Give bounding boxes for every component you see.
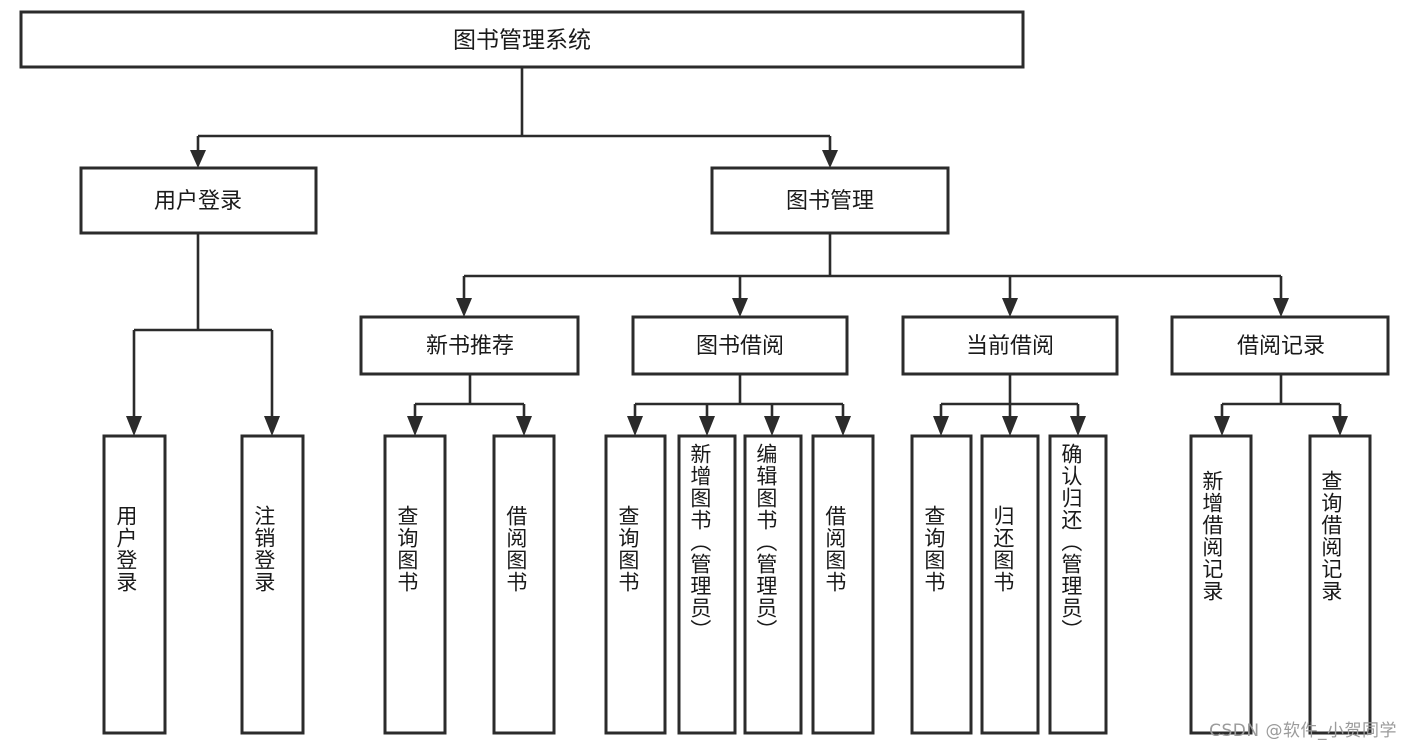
node-root[interactable]: 图书管理系统 [19,10,1025,69]
node-root-label: 图书管理系统 [453,28,591,54]
edges-newbook-to-leaves [407,374,532,436]
arrow-cb-return-book [1002,416,1018,436]
watermark-label: CSDN @软件_小贺同学 [1209,721,1397,741]
arrow-leaf-logout [264,416,280,436]
node-new-book-recommend-box[interactable] [359,315,580,376]
arrow-bb-borrow-book [835,416,851,436]
node-borrow-record[interactable]: 借阅记录 [1170,315,1390,376]
arrow-bb-edit-book [764,416,780,436]
arrow-nb-query-book [407,416,423,436]
leaf-box-user-login[interactable] [102,434,167,735]
arrow-nb-borrow-book [516,416,532,436]
node-borrow-record-box[interactable] [1170,315,1390,376]
arrow-new-book-rec [456,298,472,317]
leaf-box-logout[interactable] [240,434,305,735]
leaf-box-cb-query-book[interactable] [910,434,973,735]
leaf-box-nb-borrow-book[interactable] [492,434,556,735]
node-root-box[interactable] [19,10,1025,69]
arrow-leaf-user-login [126,416,142,436]
leaf-boxes-current-borrow [910,434,1108,735]
node-current-borrow-box[interactable] [901,315,1119,376]
arrow-user-login [190,150,206,168]
leaf-box-bb-add-book[interactable] [677,434,737,735]
node-book-borrow-label: 图书借阅 [696,334,784,359]
leaf-boxes-user-login [102,434,305,735]
node-user-login-box[interactable] [79,166,318,235]
edges-root-to-level1 [190,68,838,168]
node-book-borrow[interactable]: 图书借阅 [631,315,849,376]
node-book-management-label: 图书管理 [786,189,874,214]
node-user-login-label: 用户登录 [154,189,242,214]
arrow-br-query-record [1332,416,1348,436]
node-user-login[interactable]: 用户登录 [79,166,318,235]
leaf-box-bb-edit-book[interactable] [743,434,803,735]
leaf-box-nb-query-book[interactable] [383,434,447,735]
leaf-boxes-book-borrow [604,434,875,735]
edges-bookborrow-to-leaves [627,374,851,436]
node-new-book-recommend[interactable]: 新书推荐 [359,315,580,376]
edges-user-login-to-leaves [126,233,280,436]
node-book-borrow-box[interactable] [631,315,849,376]
leaf-boxes-new-book [383,434,556,735]
edges-currentborrow-to-leaves [933,374,1086,436]
node-book-management-box[interactable] [710,166,950,235]
leaf-box-bb-query-book[interactable] [604,434,667,735]
leaf-box-br-add-record[interactable] [1189,434,1253,735]
node-new-book-recommend-label: 新书推荐 [426,334,514,359]
edges-borrowrecord-to-leaves [1214,374,1348,436]
arrow-borrow-record [1273,298,1289,317]
leaf-box-bb-borrow-book[interactable] [811,434,875,735]
arrow-book-mgmt [822,150,838,168]
node-current-borrow-label: 当前借阅 [966,334,1054,359]
arrow-current-borrow [1002,298,1018,317]
node-borrow-record-label: 借阅记录 [1237,334,1325,359]
leaf-box-cb-confirm-return[interactable] [1048,434,1108,735]
arrow-book-borrow [732,298,748,317]
arrow-br-add-record [1214,416,1230,436]
leaf-box-cb-return-book[interactable] [980,434,1040,735]
arrow-cb-query-book [933,416,949,436]
node-book-management[interactable]: 图书管理 [710,166,950,235]
edges-book-mgmt-to-level2 [456,233,1289,317]
node-current-borrow[interactable]: 当前借阅 [901,315,1119,376]
leaf-box-br-query-record[interactable] [1308,434,1372,735]
arrow-bb-query-book [627,416,643,436]
leaf-boxes-borrow-record [1189,434,1372,735]
arrow-bb-add-book [699,416,715,436]
arrow-cb-confirm-return [1070,416,1086,436]
